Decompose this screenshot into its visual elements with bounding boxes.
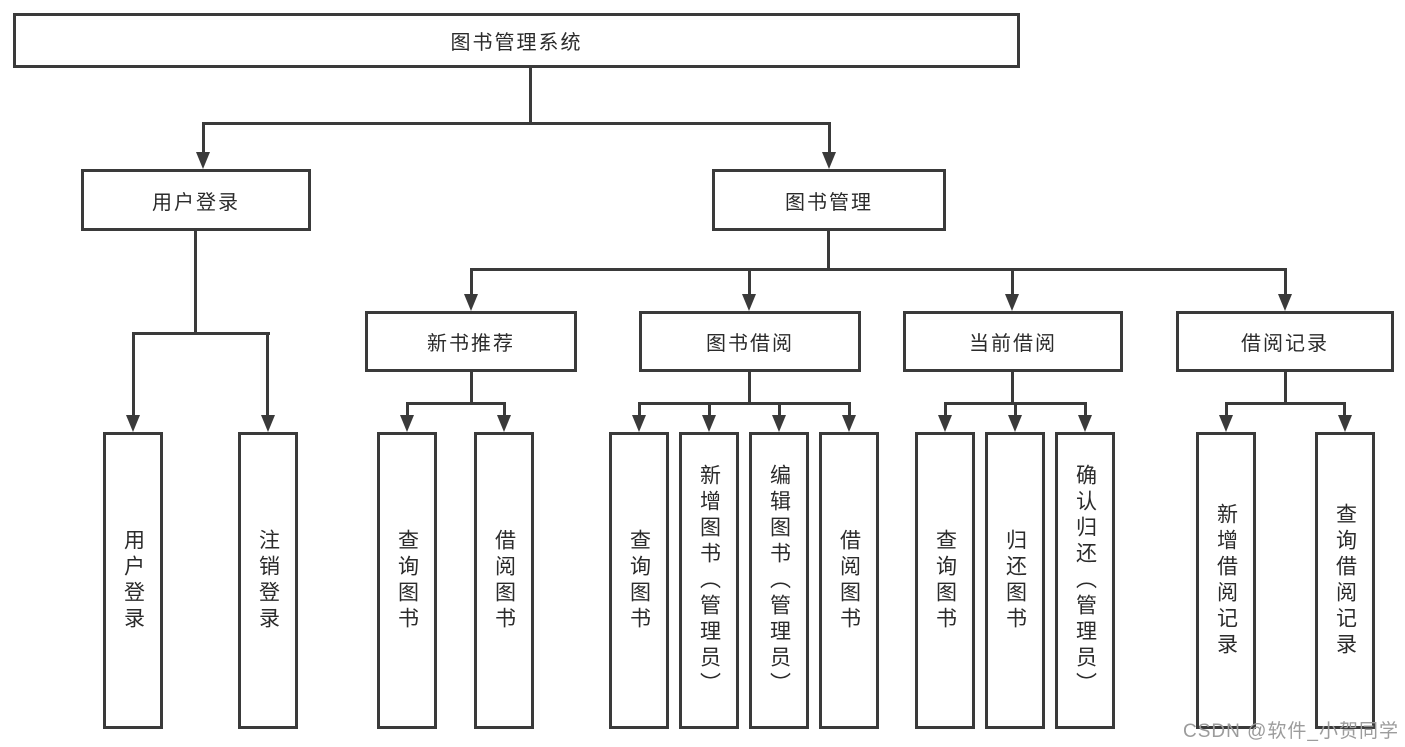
leaf-logout: 注销登录 [238, 432, 298, 729]
leaf-return-book: 归还图书 [985, 432, 1045, 729]
leaf-add-book-admin: 新增图书（管理员） [679, 432, 739, 729]
connector-line [1011, 268, 1014, 296]
connector-line [406, 402, 409, 417]
arrow-down-icon [1008, 415, 1022, 432]
leaf-current-query-book-label: 查询图书 [933, 528, 957, 633]
leaf-edit-book-admin: 编辑图书（管理员） [749, 432, 809, 729]
arrow-down-icon [1219, 415, 1233, 432]
node-book-borrow-label: 图书借阅 [706, 333, 794, 355]
connector-line [202, 122, 830, 125]
connector-line [748, 372, 751, 402]
connector-line [708, 402, 711, 417]
leaf-add-borrow-record-label: 新增借阅记录 [1214, 502, 1238, 659]
node-current-borrow-label: 当前借阅 [969, 333, 1057, 355]
leaf-confirm-return-admin-label: 确认归还（管理员） [1073, 463, 1097, 698]
arrow-down-icon [126, 415, 140, 432]
connector-line [1014, 402, 1017, 417]
node-root-label: 图书管理系统 [450, 32, 583, 54]
csdn-watermark: CSDN @软件_小贺同学 [1183, 721, 1399, 742]
leaf-current-query-book: 查询图书 [915, 432, 975, 729]
connector-line [944, 402, 947, 417]
leaf-return-book-label: 归还图书 [1003, 528, 1027, 633]
arrow-down-icon [938, 415, 952, 432]
leaf-confirm-return-admin: 确认归还（管理员） [1055, 432, 1115, 729]
arrow-down-icon [1338, 415, 1352, 432]
connector-line [194, 231, 197, 332]
leaf-add-borrow-record: 新增借阅记录 [1196, 432, 1256, 729]
connector-line [529, 68, 532, 122]
connector-line [828, 122, 831, 154]
connector-line [1284, 372, 1287, 402]
arrow-down-icon [497, 415, 511, 432]
node-new-book-recommend: 新书推荐 [365, 311, 577, 372]
arrow-down-icon [196, 152, 210, 169]
leaf-recommend-query-book: 查询图书 [377, 432, 437, 729]
arrow-down-icon [1078, 415, 1092, 432]
arrow-down-icon [1278, 294, 1292, 311]
node-user-login: 用户登录 [81, 169, 311, 231]
connector-line [1225, 402, 1346, 405]
arrow-down-icon [822, 152, 836, 169]
leaf-recommend-borrow-book-label: 借阅图书 [492, 528, 516, 633]
node-current-borrow: 当前借阅 [903, 311, 1123, 372]
arrow-down-icon [742, 294, 756, 311]
leaf-recommend-query-book-label: 查询图书 [395, 528, 419, 633]
connector-line [202, 122, 205, 154]
connector-line [503, 402, 506, 417]
node-book-borrow: 图书借阅 [639, 311, 861, 372]
arrow-down-icon [842, 415, 856, 432]
arrow-down-icon [400, 415, 414, 432]
leaf-user-login: 用户登录 [103, 432, 163, 729]
node-root: 图书管理系统 [13, 13, 1020, 68]
connector-line [470, 372, 473, 402]
leaf-borrow-book: 借阅图书 [819, 432, 879, 729]
node-book-management-label: 图书管理 [785, 191, 873, 214]
connector-line [266, 332, 269, 417]
connector-line [470, 268, 1287, 271]
connector-line [132, 332, 135, 417]
connector-line [848, 402, 851, 417]
node-borrow-records-label: 借阅记录 [1241, 333, 1329, 355]
node-book-management: 图书管理 [712, 169, 946, 231]
arrow-down-icon [772, 415, 786, 432]
leaf-borrow-query-book: 查询图书 [609, 432, 669, 729]
leaf-borrow-book-label: 借阅图书 [837, 528, 861, 633]
connector-line [1084, 402, 1087, 417]
connector-line [827, 231, 830, 268]
connector-line [470, 268, 473, 296]
connector-line [638, 402, 641, 417]
arrow-down-icon [1005, 294, 1019, 311]
connector-line [132, 332, 270, 335]
connector-line [1011, 372, 1014, 402]
connector-line [1343, 402, 1346, 417]
arrow-down-icon [702, 415, 716, 432]
connector-line [778, 402, 781, 417]
leaf-logout-label: 注销登录 [256, 528, 280, 633]
leaf-query-borrow-record: 查询借阅记录 [1315, 432, 1375, 729]
connector-line [1284, 268, 1287, 296]
connector-line [638, 402, 851, 405]
arrow-down-icon [261, 415, 275, 432]
connector-line [406, 402, 506, 405]
node-new-book-recommend-label: 新书推荐 [427, 333, 515, 355]
leaf-query-borrow-record-label: 查询借阅记录 [1333, 502, 1357, 659]
connector-line [748, 268, 751, 296]
leaf-recommend-borrow-book: 借阅图书 [474, 432, 534, 729]
node-user-login-label: 用户登录 [152, 191, 240, 214]
leaf-add-book-admin-label: 新增图书（管理员） [697, 463, 721, 698]
leaf-borrow-query-book-label: 查询图书 [627, 528, 651, 633]
leaf-user-login-label: 用户登录 [121, 528, 145, 633]
arrow-down-icon [464, 294, 478, 311]
arrow-down-icon [632, 415, 646, 432]
node-borrow-records: 借阅记录 [1176, 311, 1394, 372]
leaf-edit-book-admin-label: 编辑图书（管理员） [767, 463, 791, 698]
connector-line [1225, 402, 1228, 417]
